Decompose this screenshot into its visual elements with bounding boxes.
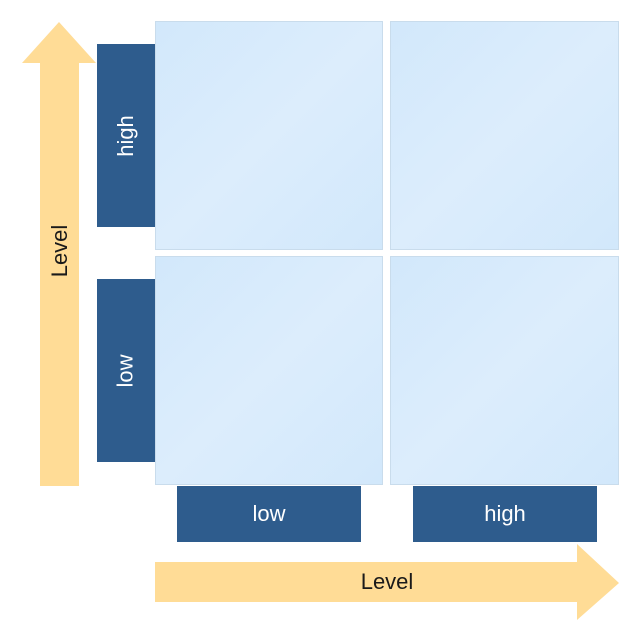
matrix-cell-bottom-left — [155, 256, 383, 485]
x-axis-label: Level — [360, 569, 414, 594]
x-tick-low: low — [177, 486, 361, 542]
y-tick-high-label: high — [113, 114, 138, 157]
y-tick-low-label: low — [112, 353, 138, 388]
y-axis-label: Level — [47, 224, 72, 278]
y-tick-low: low — [97, 279, 155, 462]
matrix-cell-top-right — [390, 21, 619, 250]
y-axis-arrow-shape — [22, 22, 96, 486]
x-tick-low-label: low — [252, 501, 286, 526]
matrix-cell-bottom-right — [390, 256, 619, 485]
x-tick-high-label: high — [484, 501, 526, 526]
x-axis-arrow-shape — [155, 544, 619, 620]
x-tick-high: high — [413, 486, 597, 542]
x-axis-arrow — [155, 544, 621, 622]
y-axis-arrow — [20, 20, 100, 486]
y-tick-high: high — [97, 44, 155, 227]
matrix-cell-top-left — [155, 21, 383, 250]
